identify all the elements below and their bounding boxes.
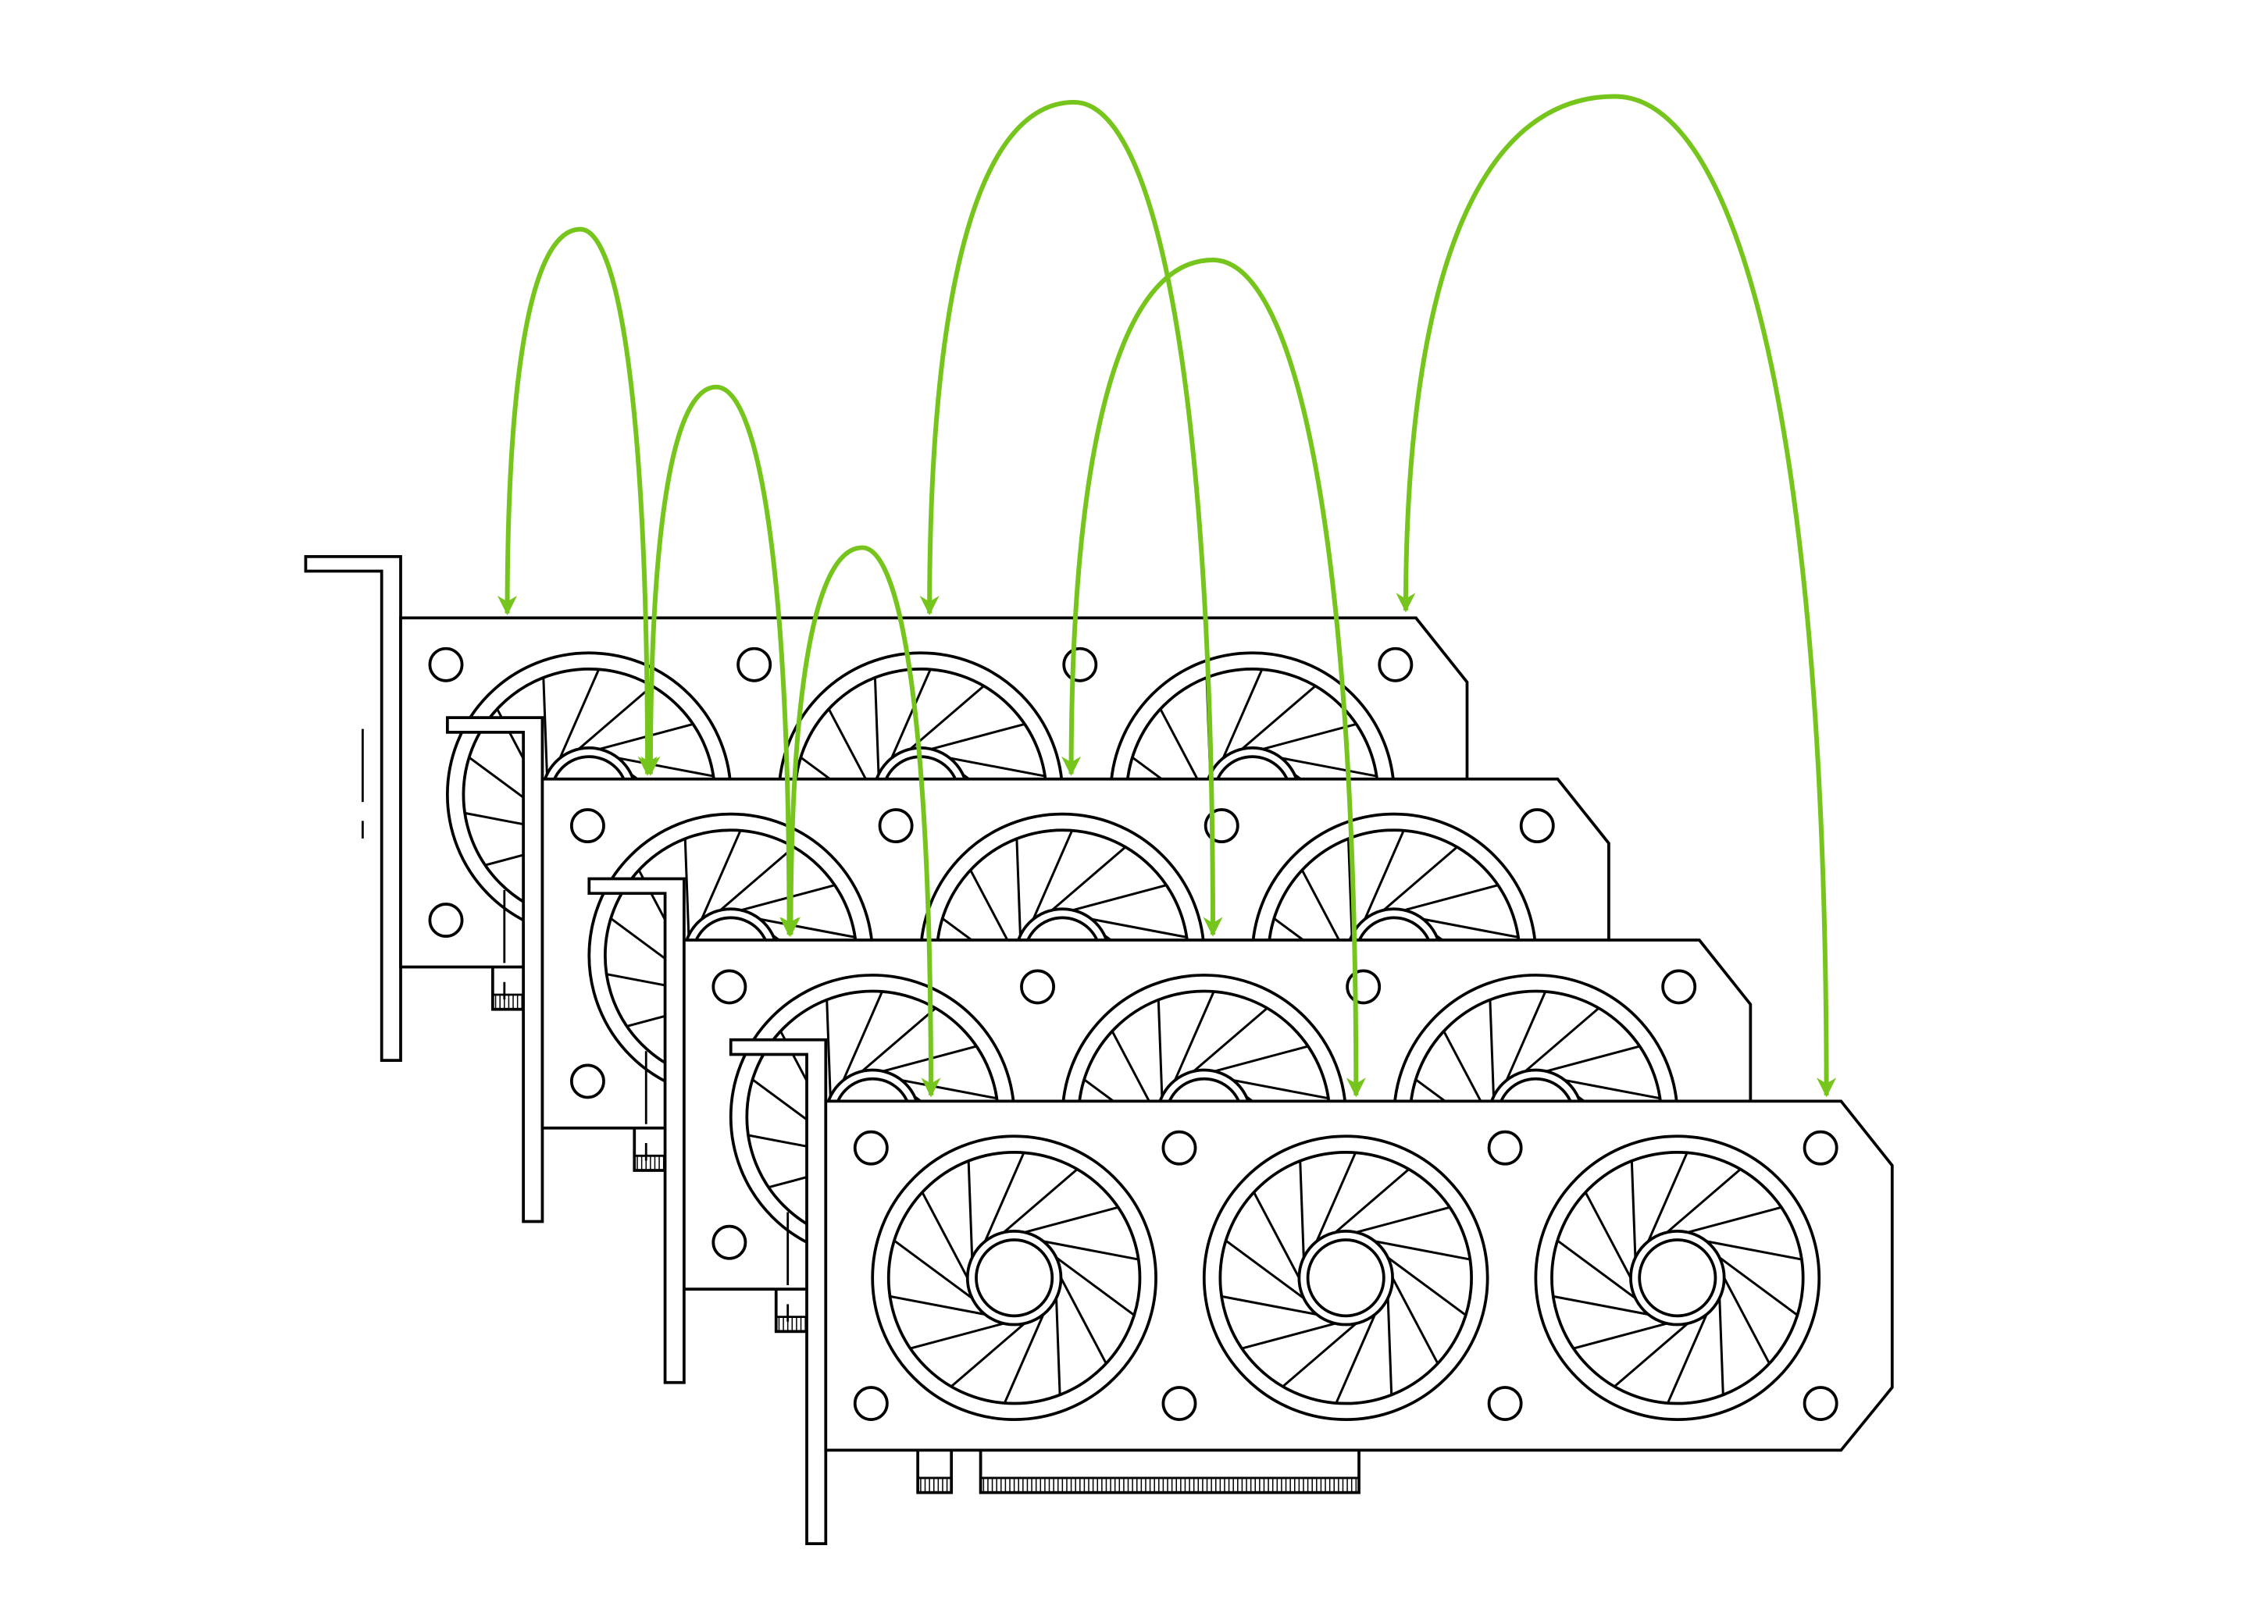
fan-blade bbox=[1584, 1191, 1632, 1279]
fan-blade bbox=[1253, 1191, 1300, 1279]
screw-hole bbox=[853, 1130, 889, 1166]
screw-hole bbox=[1062, 646, 1098, 682]
connection-gpu1-gpu3 bbox=[919, 99, 1223, 937]
screw-hole bbox=[569, 808, 605, 844]
fan-blade bbox=[1225, 1239, 1305, 1299]
fan-blade bbox=[1387, 1256, 1467, 1316]
fan-3 bbox=[1534, 1134, 1821, 1421]
fan-blade bbox=[1687, 1206, 1782, 1234]
fan-blade bbox=[1055, 1298, 1061, 1395]
fan-blade bbox=[1706, 1240, 1803, 1261]
screw-hole bbox=[711, 969, 747, 1005]
gpu-card-4 bbox=[729, 1038, 1894, 1545]
fan-blade bbox=[873, 677, 880, 775]
screw-hole bbox=[1661, 969, 1697, 1005]
fan-blade bbox=[1573, 1322, 1667, 1350]
screw-hole bbox=[1803, 1130, 1838, 1166]
fan-blade bbox=[1553, 1295, 1649, 1316]
screw-hole bbox=[1519, 808, 1555, 844]
fan-blade bbox=[1386, 1298, 1393, 1395]
fan-blade bbox=[983, 1152, 1025, 1242]
fan-blade bbox=[1241, 1322, 1336, 1350]
fan-blade bbox=[1614, 1322, 1689, 1387]
fan-blade bbox=[1043, 1240, 1139, 1261]
fan-blade bbox=[1630, 1160, 1637, 1258]
screw-hole bbox=[1161, 1386, 1197, 1421]
connection-gpu2-gpu4 bbox=[1061, 257, 1366, 1098]
screw-hole bbox=[428, 903, 464, 938]
fan-blade bbox=[1282, 1322, 1357, 1387]
screw-hole bbox=[1020, 969, 1055, 1005]
fan-blade bbox=[1221, 1295, 1318, 1316]
fan-blade bbox=[1221, 668, 1264, 759]
fan-blade bbox=[967, 1160, 974, 1258]
fan-blade bbox=[1241, 685, 1317, 750]
connection-gpu1-gpu4 bbox=[1396, 94, 1837, 1098]
fan-hub bbox=[1638, 1238, 1717, 1318]
fan-blade bbox=[1557, 1239, 1636, 1299]
pcie-pins bbox=[918, 1476, 1360, 1493]
fan-blade bbox=[950, 1322, 1025, 1387]
fan-blade bbox=[1315, 1152, 1357, 1242]
screw-hole bbox=[1161, 1130, 1197, 1166]
mounting-bracket bbox=[304, 554, 402, 1063]
connection-gpu1-gpu2 bbox=[497, 226, 658, 776]
screw-hole bbox=[1803, 1386, 1838, 1421]
fan-1 bbox=[871, 1134, 1157, 1421]
fan-blade bbox=[1375, 1240, 1471, 1261]
fan-hub bbox=[1306, 1238, 1385, 1318]
fan-blade bbox=[921, 1191, 969, 1279]
fan-blade bbox=[1055, 1256, 1136, 1316]
fan-blade bbox=[1262, 722, 1357, 750]
fan-blade bbox=[1003, 1313, 1045, 1404]
fan-blade bbox=[1667, 1313, 1708, 1404]
fan-blade bbox=[1356, 1206, 1450, 1234]
screw-hole bbox=[1487, 1386, 1523, 1421]
screw-hole bbox=[853, 1386, 889, 1421]
connection-gpu2-gpu3 bbox=[640, 384, 800, 937]
fan-blade bbox=[1666, 1168, 1742, 1234]
screw-hole bbox=[736, 646, 772, 682]
screw-hole bbox=[428, 646, 464, 682]
fan-hub bbox=[975, 1238, 1054, 1318]
fan-blade bbox=[1335, 1313, 1376, 1404]
fan-2 bbox=[1202, 1134, 1489, 1421]
screw-hole bbox=[878, 808, 914, 844]
screw-hole bbox=[711, 1224, 747, 1260]
fan-blade bbox=[1003, 1168, 1079, 1234]
fan-blade bbox=[1391, 1277, 1439, 1365]
fan-blade bbox=[1060, 1277, 1107, 1365]
fan-blade bbox=[890, 1295, 986, 1316]
fan-blade bbox=[1647, 1152, 1689, 1242]
screw-hole bbox=[1378, 646, 1414, 682]
screw-hole bbox=[569, 1063, 605, 1099]
connection-arrows bbox=[497, 94, 1837, 1098]
fan-blade bbox=[1718, 1256, 1799, 1316]
fan-blade bbox=[1723, 1277, 1771, 1365]
screw-hole bbox=[1346, 969, 1382, 1005]
screw-hole bbox=[1487, 1130, 1523, 1166]
gpu-stack bbox=[304, 554, 1894, 1545]
fan-blade bbox=[1024, 1206, 1119, 1234]
fan-blade bbox=[1718, 1298, 1724, 1395]
fan-blade bbox=[1299, 1160, 1305, 1258]
fan-blade bbox=[1334, 1168, 1410, 1234]
fan-blade bbox=[893, 1239, 973, 1299]
fan-blade bbox=[910, 1322, 1004, 1350]
